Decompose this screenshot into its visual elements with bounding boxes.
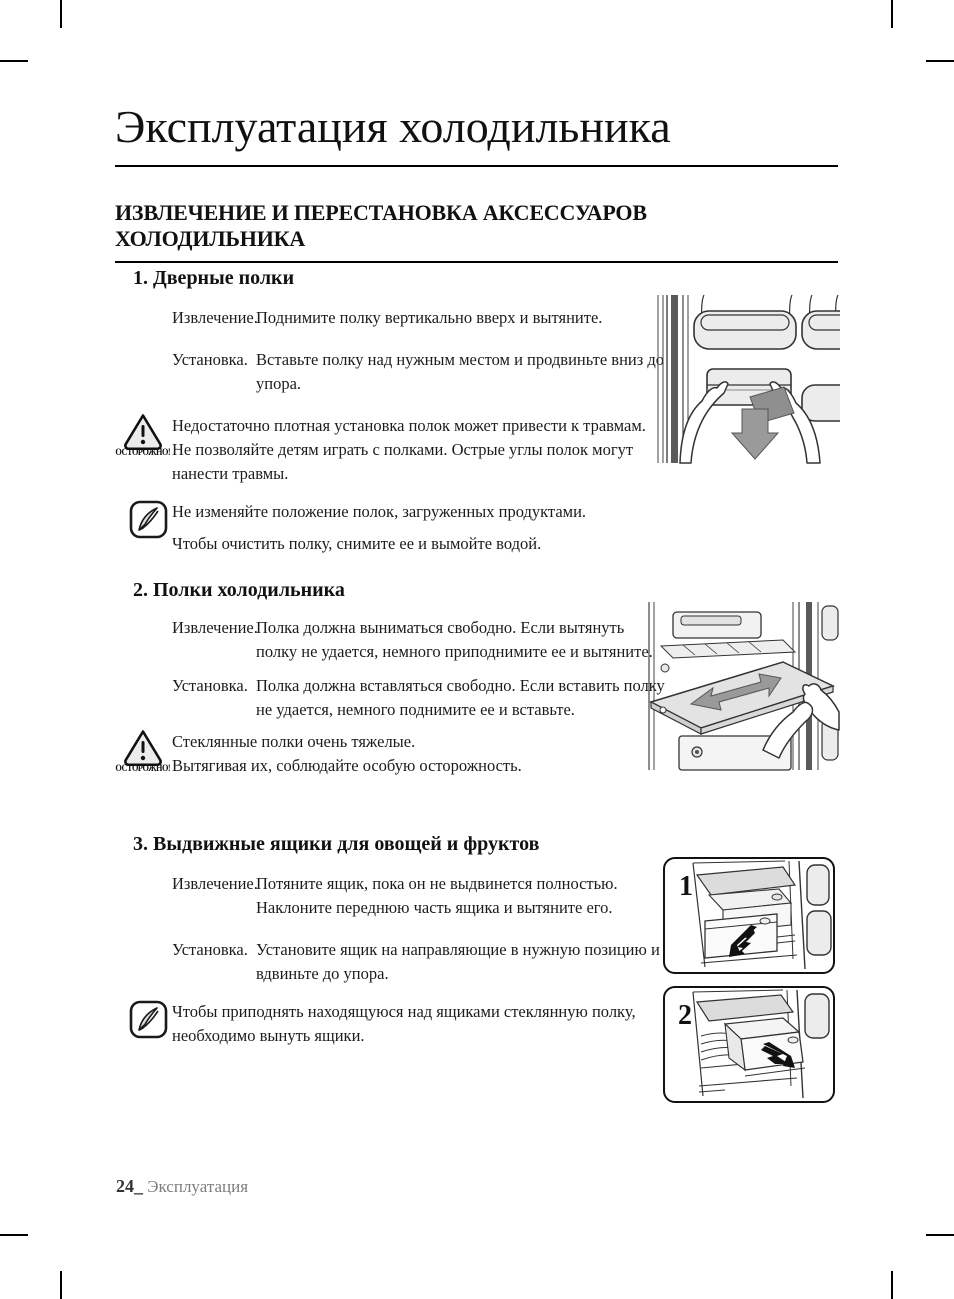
footer-section-label: Эксплуатация: [147, 1177, 249, 1196]
note-block: Чтобы приподнять находящуюся над ящиками…: [115, 1000, 675, 1048]
caution-label: ОСТОРОЖНО!: [115, 447, 171, 457]
paragraph: Установка. Установите ящик на направляющ…: [172, 938, 675, 986]
section-drawers: 3. Выдвижные ящики для овощей и фруктов …: [115, 832, 675, 1048]
note-line: Чтобы приподнять находящуюся над ящиками…: [172, 1002, 636, 1021]
paragraph-label: Извлечение.: [172, 874, 258, 893]
drawer-figure-2: 2: [663, 986, 835, 1103]
section-fridge-shelves: 2. Полки холодильника Извлечение. Полка …: [115, 578, 675, 778]
note-line: необходимо вынуть ящики.: [172, 1026, 365, 1045]
caution-line: Не позволяйте детям играть с полками. Ос…: [172, 440, 634, 459]
crop-mark: [891, 1271, 893, 1299]
page-footer: 24_ Эксплуатация: [116, 1176, 248, 1197]
paragraph-line: не удается, немного поднимите ее и встав…: [256, 700, 575, 719]
paragraph-label: Извлечение.: [172, 618, 258, 637]
paragraph: Извлечение. Полка должна выниматься своб…: [172, 616, 675, 664]
section-2-heading: 2. Полки холодильника: [133, 579, 345, 601]
caution-line: Вытягивая их, соблюдайте особую осторожн…: [172, 756, 522, 775]
crop-mark: [0, 60, 28, 62]
crop-mark: [0, 1234, 28, 1236]
note-line: Чтобы очистить полку, снимите ее и вымой…: [172, 534, 542, 553]
note-block: Не изменяйте положение полок, загруженны…: [115, 500, 675, 556]
paragraph: Установка. Полка должна вставляться своб…: [172, 674, 675, 722]
paragraph: Извлечение. Поднимите полку вертикально …: [172, 306, 675, 330]
drawer-figure-1: 1: [663, 857, 835, 974]
crop-mark: [60, 1271, 62, 1299]
paragraph-line: упора.: [256, 374, 302, 393]
caution-line: Стеклянные полки очень тяжелые.: [172, 732, 416, 751]
chapter-header: ИЗВЛЕЧЕНИЕ И ПЕРЕСТАНОВКА АКСЕССУАРОВ ХО…: [115, 200, 838, 263]
paragraph: Извлечение. Потяните ящик, пока он не вы…: [172, 872, 675, 920]
paragraph-line: Поднимите полку вертикально вверх и вытя…: [256, 308, 603, 327]
figure-number: 2: [678, 1000, 692, 1031]
paragraph: Установка. Вставьте полку над нужным мес…: [172, 348, 675, 396]
paragraph-label: Извлечение.: [172, 308, 258, 327]
paragraph-line: Установите ящик на направляющие в нужную…: [256, 940, 660, 959]
paragraph-label: Установка.: [172, 676, 248, 695]
caution-label: ОСТОРОЖНО!: [115, 763, 171, 773]
pencil-note-icon: [129, 500, 169, 539]
caution-block: ОСТОРОЖНО! Стеклянные полки очень тяжелы…: [115, 730, 675, 778]
section-3-heading: 3. Выдвижные ящики для овощей и фруктов: [133, 833, 540, 855]
section-door-shelves: 1. Дверные полки Извлечение. Поднимите п…: [115, 266, 675, 556]
caution-block: ОСТОРОЖНО! Недостаточно плотная установк…: [115, 414, 675, 486]
fridge-shelf-illustration: [643, 600, 840, 772]
paragraph-label: Установка.: [172, 940, 248, 959]
crop-mark: [926, 60, 954, 62]
page-title: Эксплуатация холодильника: [115, 101, 671, 152]
warning-triangle-icon: [122, 728, 164, 766]
crop-mark: [891, 0, 893, 28]
paragraph-line: Полка должна выниматься свободно. Если в…: [256, 618, 625, 637]
paragraph-label: Установка.: [172, 350, 248, 369]
paragraph-line: Вставьте полку над нужным местом и продв…: [256, 350, 665, 369]
page-number: 24_: [116, 1176, 143, 1196]
caution-line: Недостаточно плотная установка полок мож…: [172, 416, 646, 435]
caution-icon-box: ОСТОРОЖНО!: [115, 412, 171, 457]
paragraph-line: полку не удается, немного приподнимите е…: [256, 642, 653, 661]
note-line: Не изменяйте положение полок, загруженны…: [172, 502, 587, 521]
pencil-note-icon: [129, 1000, 169, 1039]
section-1-heading: 1. Дверные полки: [133, 267, 295, 289]
crop-mark: [60, 0, 62, 28]
caution-line: нанести травмы.: [172, 464, 289, 483]
page-title-block: Эксплуатация холодильника: [115, 100, 838, 167]
paragraph-line: Потяните ящик, пока он не выдвинется пол…: [256, 874, 618, 893]
caution-icon-box: ОСТОРОЖНО!: [115, 728, 171, 773]
paragraph-line: вдвиньте до упора.: [256, 964, 389, 983]
warning-triangle-icon: [122, 412, 164, 450]
crop-mark: [926, 1234, 954, 1236]
paragraph-line: Наклоните переднюю часть ящика и вытянит…: [256, 898, 613, 917]
paragraph-line: Полка должна вставляться свободно. Если …: [256, 676, 665, 695]
figure-number: 1: [679, 871, 693, 902]
door-shelf-illustration: [650, 293, 840, 465]
